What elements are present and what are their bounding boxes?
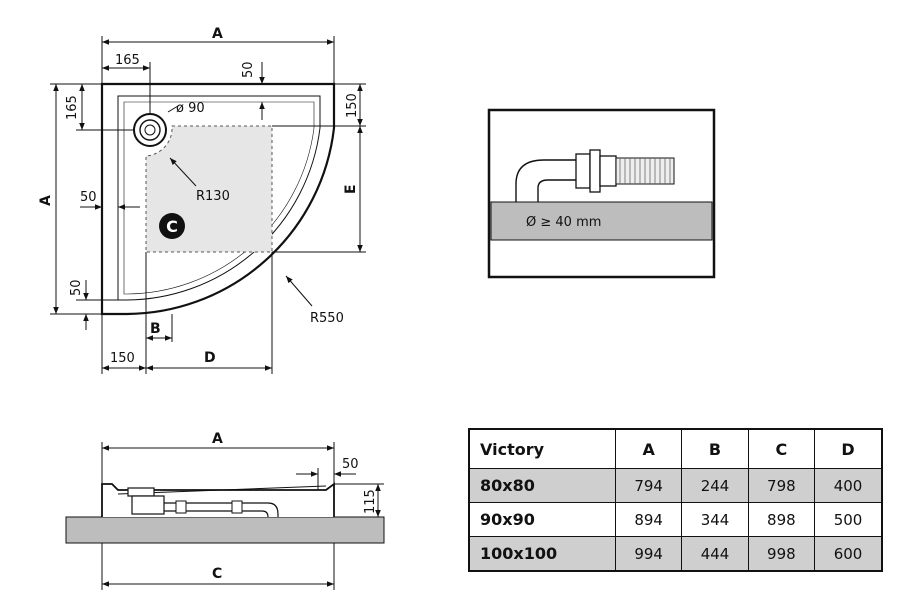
table-cell: 400 <box>814 468 883 503</box>
table-cell: 798 <box>747 468 816 503</box>
zone-c-badge: C <box>159 213 185 239</box>
dim-50-left-label: 50 <box>80 190 97 205</box>
table-cell: 998 <box>747 536 816 572</box>
table-cell: 994 <box>614 536 683 572</box>
dim-150-bottom-label: 150 <box>110 351 135 366</box>
drain-icon <box>133 113 167 147</box>
table-cell: 80x80 <box>468 468 616 503</box>
table-cell: 794 <box>614 468 683 503</box>
dim-165-top-label: 165 <box>115 53 140 68</box>
table-cell: 344 <box>681 502 749 537</box>
top-view-dimensions <box>50 36 366 374</box>
dim-a-top-label: A <box>212 26 223 42</box>
svg-text:C: C <box>166 217 178 236</box>
dim-165-left-label: 165 <box>65 95 80 120</box>
table-cell: 90x90 <box>468 502 616 537</box>
dim-d-label: D <box>204 350 216 366</box>
table-header-row: Victory A B C D <box>468 428 883 469</box>
table-header: A <box>614 428 683 469</box>
table-header: D <box>814 428 883 469</box>
dimensions-table: Victory A B C D 80x80 794 244 798 400 90… <box>468 428 883 572</box>
dim-150-right-label: 150 <box>345 93 360 118</box>
side-dim-50-label: 50 <box>342 457 359 472</box>
side-dim-c-label: C <box>212 566 222 582</box>
table-header: C <box>747 428 816 469</box>
table-header: B <box>681 428 749 469</box>
table-header: Victory <box>468 428 616 469</box>
pipe-diameter-label: Ø ≥ 40 mm <box>526 215 601 230</box>
table-cell: 500 <box>814 502 883 537</box>
side-view-dimensions <box>101 442 384 590</box>
table-row: 80x80 794 244 798 400 <box>468 468 883 503</box>
dim-50-top-label: 50 <box>241 61 256 78</box>
table-cell: 444 <box>681 536 749 572</box>
table-cell: 244 <box>681 468 749 503</box>
dim-50-bottom-left-label: 50 <box>69 279 84 296</box>
drain-diameter-label: ø 90 <box>176 101 205 116</box>
side-view <box>65 482 385 544</box>
side-dim-115-label: 115 <box>363 489 378 514</box>
table-cell: 894 <box>614 502 683 537</box>
dim-b-label: B <box>150 321 161 337</box>
side-dim-a-label: A <box>212 431 223 447</box>
table-cell: 898 <box>747 502 816 537</box>
table-row: 100x100 994 444 998 600 <box>468 536 883 572</box>
table-row: 90x90 894 344 898 500 <box>468 502 883 537</box>
radius-inner-label: R130 <box>196 189 230 204</box>
table-cell: 600 <box>814 536 883 572</box>
dim-a-left-label: A <box>38 195 54 206</box>
table-cell: 100x100 <box>468 536 616 572</box>
radius-outer-label: R550 <box>310 311 344 326</box>
siphon-detail <box>487 108 716 279</box>
dim-e-label: E <box>343 184 359 194</box>
